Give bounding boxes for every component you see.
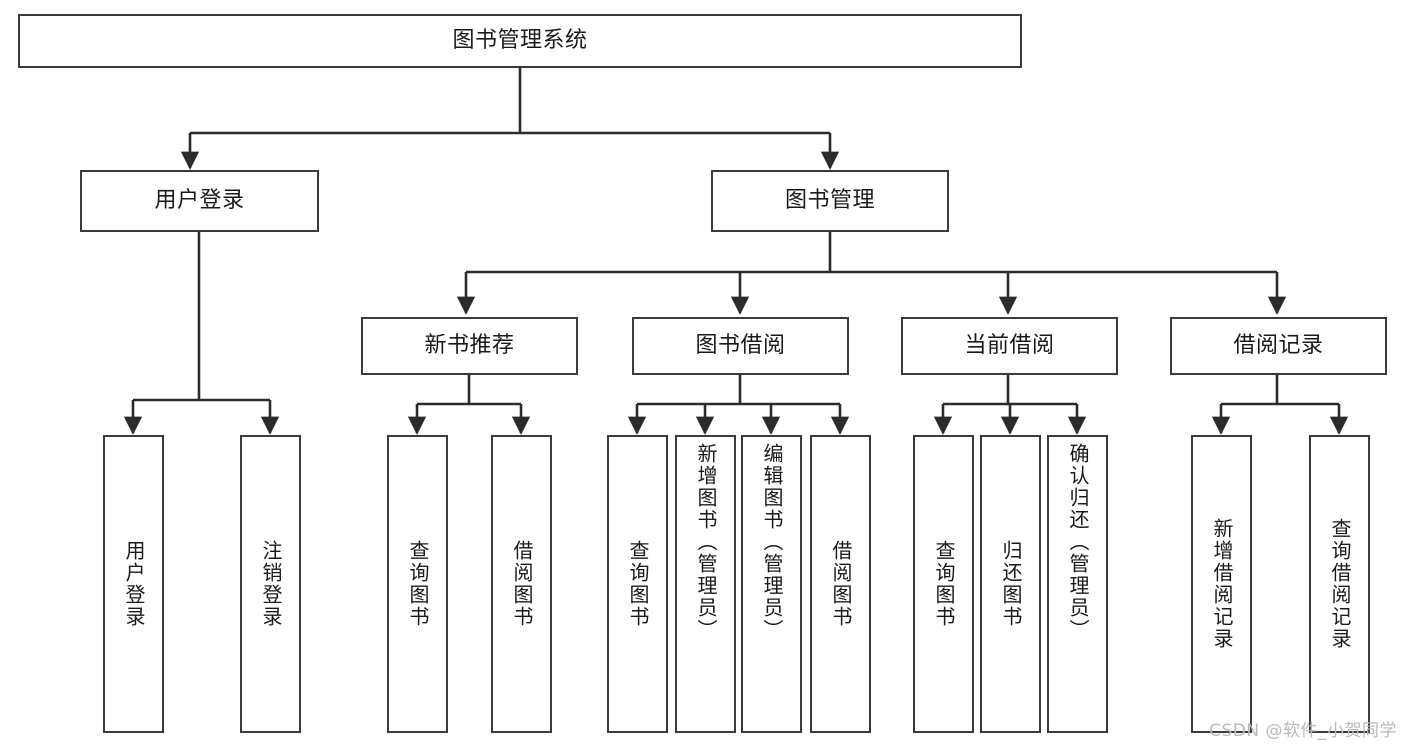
node-leaf-borrow-book-1[interactable]: 借阅图书 — [491, 435, 552, 733]
node-leaf-query-borrow-record-label: 查询借阅记录 — [1328, 518, 1352, 650]
node-book-management[interactable]: 图书管理 — [711, 170, 949, 232]
node-leaf-query-book-3-label: 查询图书 — [932, 540, 956, 628]
node-new-book-recommend[interactable]: 新书推荐 — [361, 317, 578, 375]
node-leaf-borrow-book-2[interactable]: 借阅图书 — [810, 435, 871, 733]
node-leaf-logout-label: 注销登录 — [259, 540, 283, 628]
node-leaf-borrow-book-1-label: 借阅图书 — [510, 540, 534, 628]
node-leaf-add-book-admin[interactable]: 新增图书（管理员） — [675, 435, 736, 733]
node-book-management-label: 图书管理 — [784, 187, 875, 213]
node-user-login-label: 用户登录 — [154, 187, 245, 213]
node-book-borrow-label: 图书借阅 — [695, 332, 786, 358]
node-current-borrow[interactable]: 当前借阅 — [901, 317, 1118, 375]
node-root-system[interactable]: 图书管理系统 — [18, 14, 1022, 68]
node-leaf-add-borrow-record-label: 新增借阅记录 — [1210, 518, 1234, 650]
node-leaf-edit-book-admin-label: 编辑图书（管理员） — [760, 443, 784, 641]
node-leaf-confirm-return-admin[interactable]: 确认归还（管理员） — [1047, 435, 1108, 733]
node-leaf-query-borrow-record[interactable]: 查询借阅记录 — [1309, 435, 1370, 733]
node-leaf-query-book-1[interactable]: 查询图书 — [387, 435, 448, 733]
node-new-book-recommend-label: 新书推荐 — [424, 332, 515, 358]
node-leaf-return-book-label: 归还图书 — [999, 540, 1023, 628]
node-leaf-add-borrow-record[interactable]: 新增借阅记录 — [1191, 435, 1252, 733]
node-root-system-label: 图书管理系统 — [452, 27, 588, 53]
node-borrow-record[interactable]: 借阅记录 — [1170, 317, 1387, 375]
node-current-borrow-label: 当前借阅 — [964, 332, 1055, 358]
node-leaf-logout[interactable]: 注销登录 — [240, 435, 301, 733]
node-leaf-query-book-2[interactable]: 查询图书 — [607, 435, 668, 733]
node-borrow-record-label: 借阅记录 — [1233, 332, 1324, 358]
node-leaf-confirm-return-admin-label: 确认归还（管理员） — [1066, 443, 1090, 641]
node-leaf-query-book-2-label: 查询图书 — [626, 540, 650, 628]
node-user-login[interactable]: 用户登录 — [80, 170, 319, 232]
node-leaf-query-book-1-label: 查询图书 — [406, 540, 430, 628]
csdn-watermark: CSDN @软件_小贺同学 — [1209, 721, 1397, 741]
node-leaf-return-book[interactable]: 归还图书 — [980, 435, 1041, 733]
node-book-borrow[interactable]: 图书借阅 — [632, 317, 849, 375]
node-leaf-add-book-admin-label: 新增图书（管理员） — [694, 443, 718, 641]
node-leaf-user-login[interactable]: 用户登录 — [103, 435, 164, 733]
node-leaf-edit-book-admin[interactable]: 编辑图书（管理员） — [741, 435, 802, 733]
node-leaf-borrow-book-2-label: 借阅图书 — [829, 540, 853, 628]
node-leaf-user-login-label: 用户登录 — [122, 540, 146, 628]
node-leaf-query-book-3[interactable]: 查询图书 — [913, 435, 974, 733]
